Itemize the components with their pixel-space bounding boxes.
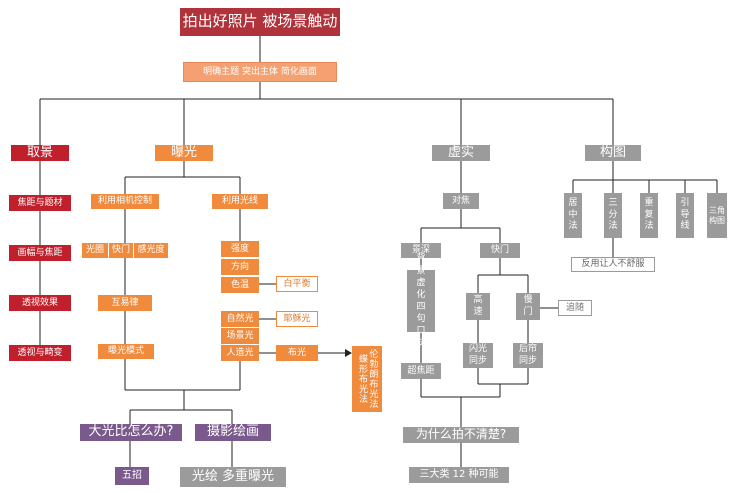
- goutu-center: 居中法: [564, 193, 582, 238]
- light-temperature: 色温: [221, 277, 259, 293]
- light-intensity: 强度: [221, 241, 259, 257]
- five-tips: 五招: [115, 467, 149, 485]
- quying-item-focal-subject: 焦距与题材: [9, 195, 71, 211]
- god-rays: 耶稣光: [276, 311, 318, 327]
- light-artificial: 人造光: [221, 345, 259, 361]
- subtitle: 明确主题 突出主体 简化画面: [183, 62, 337, 82]
- goutu-repeat: 重复法: [640, 193, 658, 238]
- slow-shutter: 慢门: [516, 293, 540, 320]
- why-not-sharp: 为什么拍不清楚?: [403, 427, 519, 443]
- quying-item-perspective: 透视效果: [9, 295, 71, 311]
- rear-curtain-sync: 后帘同步: [513, 343, 543, 368]
- camera-aperture: 光圈: [82, 243, 108, 258]
- branch-xushi: 虚实: [432, 145, 490, 161]
- main-title: 拍出好照片 被场景触动: [180, 8, 340, 36]
- branch-baoguang: 曝光: [155, 145, 213, 161]
- shutter-speed: 快门: [480, 243, 520, 258]
- camera-shutter: 快门: [109, 243, 133, 258]
- light-natural: 自然光: [221, 311, 259, 327]
- branch-goutu: 构图: [585, 145, 641, 161]
- camera-iso: 感光度: [134, 243, 168, 258]
- focus: 对焦: [443, 193, 479, 209]
- goutu-thirds: 三分法: [604, 193, 622, 238]
- depth-of-field: 景深: [401, 243, 441, 258]
- exposure-mode: 曝光模式: [98, 344, 154, 359]
- goutu-reverse-note: 反用让人不舒服: [571, 257, 655, 272]
- bokeh-rules: 背景虚化四句口诀: [407, 253, 435, 348]
- goutu-triangle: 三角构图: [707, 193, 727, 238]
- goutu-leading-lines: 引导线: [676, 193, 694, 238]
- high-speed: 高速: [466, 293, 490, 320]
- lighting-setup: 布光: [276, 345, 318, 361]
- branch-quying: 取景: [11, 145, 69, 161]
- rembrandt-lighting: 伦勃朗布光法 蝶形布光法: [352, 346, 382, 412]
- light-painting-multi-exposure: 光绘 多重曝光: [180, 467, 286, 487]
- panning: 追随: [558, 300, 592, 316]
- light-use: 利用光线: [212, 194, 268, 209]
- quying-item-distortion: 透视与畸变: [9, 345, 71, 361]
- white-balance: 白平衡: [276, 276, 318, 292]
- light-scene: 场景光: [221, 328, 259, 344]
- reciprocity: 互易律: [98, 295, 152, 311]
- three-categories: 三大类 12 种可能: [409, 467, 509, 483]
- hyperfocal: 超焦距: [401, 363, 441, 379]
- high-contrast-question: 大光比怎么办?: [80, 424, 182, 441]
- quying-item-frame-focal: 画幅与焦距: [9, 245, 71, 261]
- flash-sync: 闪光同步: [463, 343, 493, 368]
- camera-control: 利用相机控制: [91, 194, 159, 209]
- light-direction: 方向: [221, 259, 259, 275]
- photo-painting: 摄影绘画: [195, 424, 271, 441]
